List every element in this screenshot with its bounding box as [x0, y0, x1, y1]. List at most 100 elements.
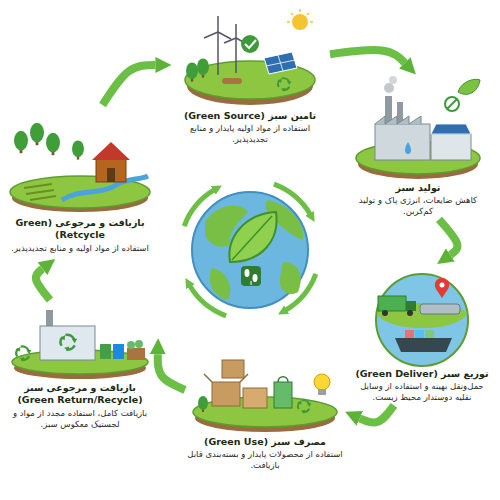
cycle-stage: بازیافت و مرجوعی (Green Retcycle)استفاده… [5, 105, 155, 256]
source-island-part-part [217, 32, 219, 75]
recycle-island-part [16, 346, 31, 361]
stage-title: تولید سبز [350, 182, 486, 194]
recycle-island-part [135, 340, 143, 348]
cycle-stage: مصرف سبز (Green Use)استفاده از محصولات پ… [185, 345, 345, 473]
home-island-part [24, 184, 56, 200]
factory-island-part [405, 142, 411, 154]
stage-description: بازیافت کامل، استفاده مجدد از مواد و لجس… [7, 408, 153, 430]
source-island-part [197, 58, 209, 77]
cycle-stage: بازیافت و مرجوعی سبز (Green Return/Recyc… [5, 300, 155, 432]
delivery-island [376, 274, 468, 366]
factory-island-part [431, 124, 471, 134]
delivery-island-part [420, 304, 460, 314]
footprint-badge [241, 266, 261, 286]
source-island-part [186, 62, 198, 81]
source-island-part-part [291, 13, 293, 15]
delivery-island-part [406, 301, 416, 311]
cycle-arrow [360, 405, 394, 422]
source-island-part-part [287, 21, 290, 23]
delivery-island-part [425, 330, 434, 338]
recycle-island-part [46, 310, 53, 328]
recycle-island-part [127, 348, 145, 360]
globe-part [280, 262, 301, 294]
source-island-part-part [310, 21, 313, 23]
stage-title: توزیع سبز (Green Deliver) [354, 368, 490, 380]
home-island-part [10, 176, 150, 208]
cycle-stage: تامین سبز (Green Source)استفاده از مواد … [170, 4, 330, 147]
source-island-part [241, 35, 259, 53]
source-island-part-part [299, 9, 301, 12]
use-island-part [278, 377, 288, 382]
delivery-island-part [405, 330, 414, 338]
source-island-part [245, 40, 256, 48]
home-island-part [72, 140, 84, 159]
inner-arrows-part [285, 274, 316, 311]
globe [192, 192, 308, 308]
home-island-part [46, 133, 60, 155]
factory-island-part [445, 97, 459, 111]
stage-description: حمل‌ونقل بهینه و استفاده از وسایل نقلیه … [354, 381, 490, 403]
use-island-part [222, 360, 244, 378]
factory-island-part [375, 124, 430, 160]
factory-island-part [458, 79, 480, 94]
use-island [193, 360, 337, 432]
leaf-icon-part [232, 216, 272, 260]
inner-arrows-part [274, 184, 311, 215]
recycle-island-part [100, 344, 111, 359]
use-island-part [243, 388, 267, 408]
home-island-part [30, 123, 44, 145]
leaf-icon-part [229, 212, 276, 262]
stage-description: استفاده از مواد اولیه و منابع تجدیدپذیر. [7, 243, 153, 254]
factory-island [356, 76, 480, 179]
cycle-stage: تولید سبزکاهش ضایعات، انرژی پاک و تولید … [348, 70, 488, 219]
footprint-badge-part [241, 266, 261, 286]
home-island-part [92, 142, 130, 160]
stage-title: بازیافت و مرجوعی سبز (Green Return/Recyc… [7, 382, 153, 407]
inner-arrows [184, 184, 316, 316]
recycle-island-part [127, 341, 135, 349]
source-island-part [204, 16, 247, 75]
source-island-part [264, 52, 297, 74]
use-island-part [212, 382, 240, 406]
source-island-part [222, 78, 242, 84]
cycle-arrow [103, 65, 156, 105]
footprint-badge-part [253, 274, 258, 282]
factory-island-part [389, 76, 397, 84]
home-island-part-part [24, 184, 52, 188]
source-island-part-part [204, 32, 218, 38]
footprint-badge-part [245, 269, 250, 277]
factory-island-part [384, 83, 394, 93]
source-island-part [278, 78, 292, 92]
delivery-island-part [440, 283, 445, 288]
cycle-stage: توزیع سبز (Green Deliver)حمل‌ونقل بهینه … [352, 268, 492, 405]
home-island-part-part [26, 190, 54, 194]
delivery-island-part [378, 296, 406, 311]
use-island-part [274, 382, 292, 408]
delivery-island-part [415, 330, 424, 338]
home-island [10, 123, 150, 212]
source-island-part-part [217, 16, 219, 32]
globe-part [210, 268, 230, 300]
inner-arrows-part [189, 285, 226, 316]
source-island-part-part [307, 13, 309, 15]
cycle-arrow [439, 219, 457, 254]
stage-description: استفاده از محصولات پایدار و بسته‌بندی قا… [187, 449, 343, 471]
stage-title: بازیافت و مرجوعی (Green Retcycle) [7, 217, 153, 242]
home-island-part-part [30, 196, 56, 200]
source-island-part-part [235, 24, 237, 38]
globe-part [192, 192, 308, 308]
source-island-part [287, 9, 313, 22]
delivery-island-part [407, 310, 413, 316]
source-island-part [266, 55, 295, 71]
recycle-island-part [60, 335, 77, 352]
recycle-island-part [113, 344, 124, 359]
inner-arrows-part [184, 189, 215, 226]
use-island-part [298, 400, 312, 414]
use-island-part [198, 396, 208, 412]
source-island-part-part [235, 38, 237, 73]
home-island-part [14, 131, 28, 153]
source-island-part-part [218, 32, 231, 39]
source-island-part [292, 14, 308, 30]
use-island-part [314, 374, 330, 390]
